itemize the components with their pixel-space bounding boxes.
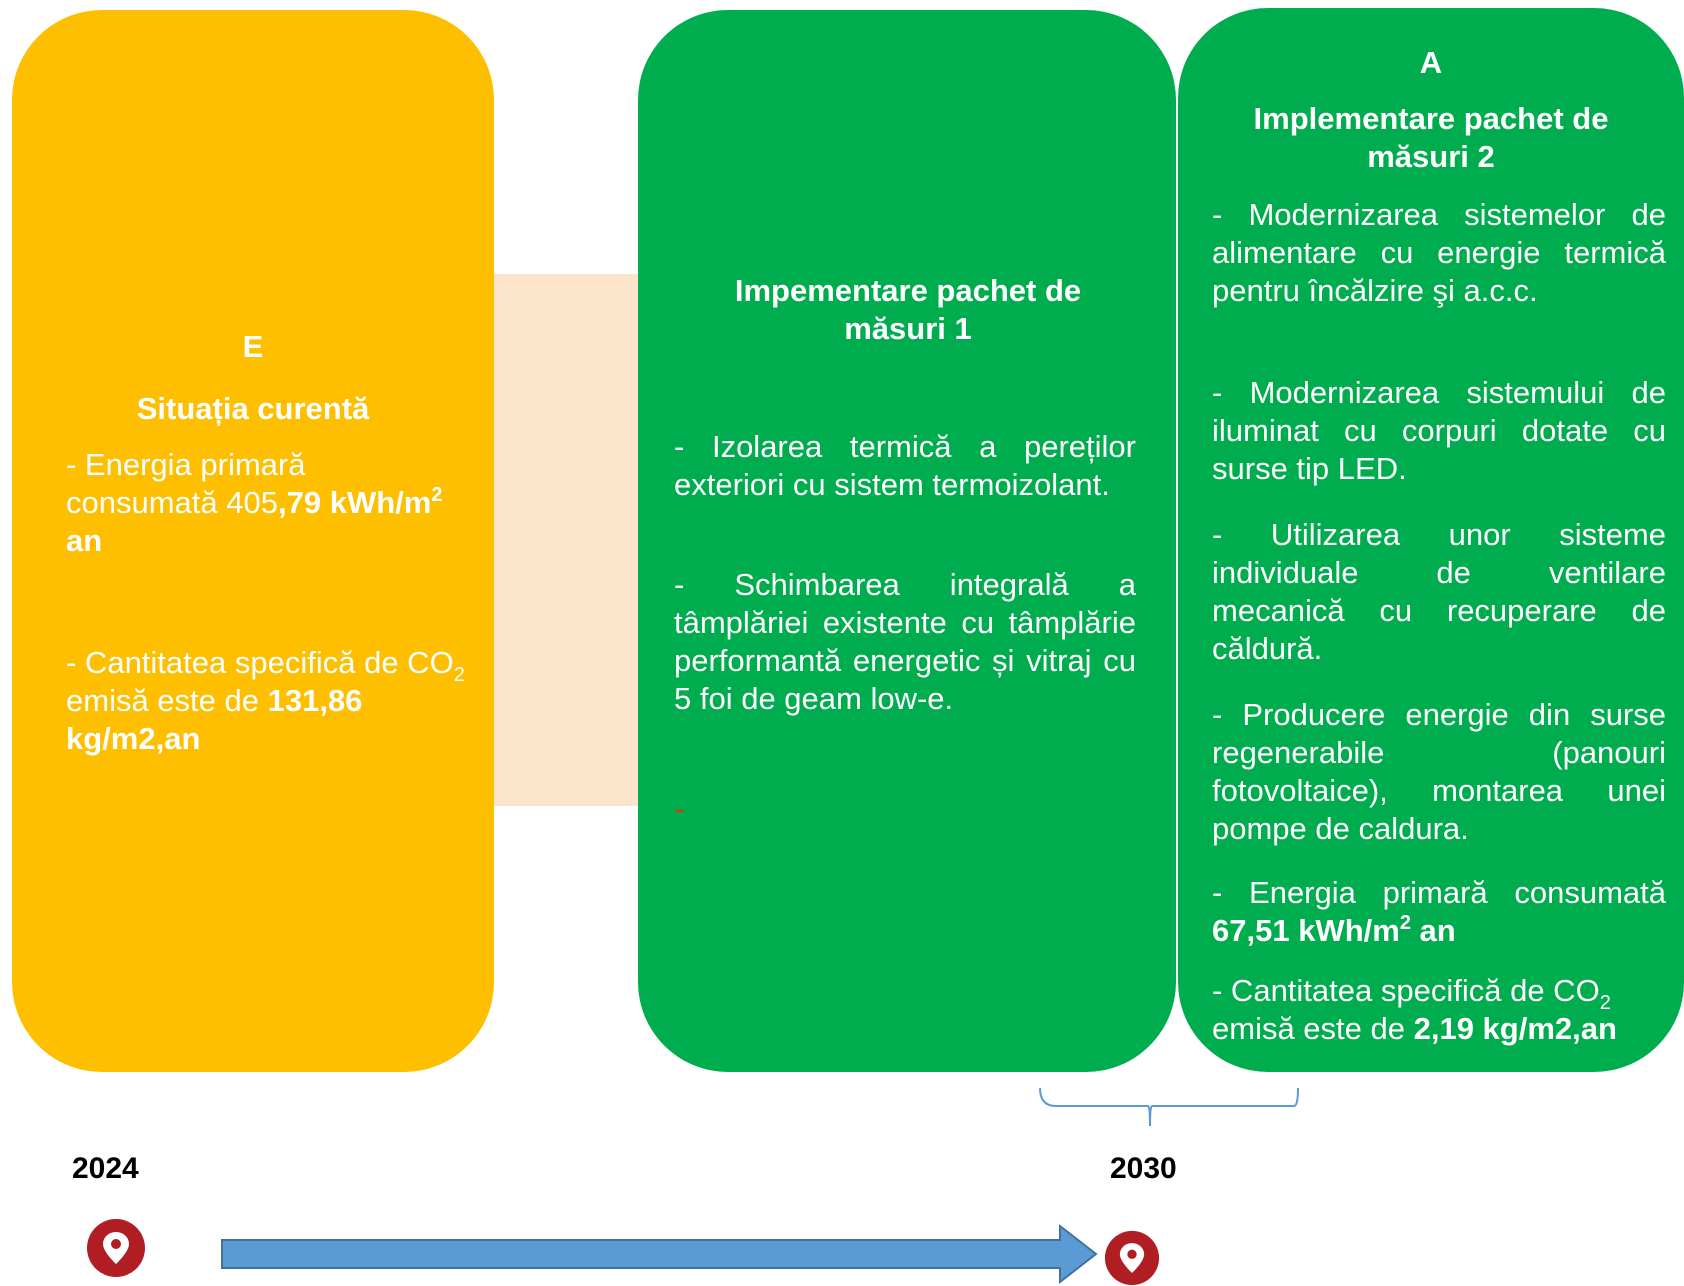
package-1-item: - Schimbarea integrală a tâmplăriei exis… [674, 567, 1136, 716]
current-situation-box: E Situația curentă - Energia primară con… [12, 10, 494, 1072]
package-2-title: Implementare pachet de măsuri 2 [1253, 101, 1609, 174]
package-2-box: A Implementare pachet de măsuri 2 - Mode… [1178, 8, 1684, 1072]
package-2-co2-text: - Cantitatea specifică de CO2 emisă este… [1212, 973, 1617, 1046]
package-1-trailing-dash: - [674, 791, 685, 826]
year-2024-label: 2024 [72, 1152, 139, 1185]
package-2-item: - Utilizarea unor sisteme individuale de… [1212, 517, 1666, 666]
package-2-item: - Producere energie din surse regenerabi… [1212, 697, 1666, 846]
package-2-item: - Modernizarea sistemului de iluminat cu… [1212, 375, 1666, 486]
current-rating: E [242, 329, 264, 364]
package-2-item: - Modernizarea sistemelor de alimentare … [1212, 197, 1666, 308]
location-pin-icon [1104, 1230, 1160, 1286]
timeline-arrow [221, 1223, 1098, 1285]
location-pin-icon [87, 1219, 145, 1277]
current-title: Situația curentă [136, 391, 370, 426]
package-1-title: Impementare pachet de măsuri 1 [734, 273, 1082, 346]
connector-band [494, 274, 638, 806]
package-2-energy-text: - Energia primară consumată 67,51 kWh/m2… [1212, 875, 1666, 948]
package-2-rating: A [1419, 45, 1443, 80]
current-energy-text: - Energia primară consumată 405,79 kWh/m… [66, 447, 443, 558]
brace-2030 [1039, 1087, 1299, 1127]
package-1-box: Impementare pachet de măsuri 1 - Izolare… [638, 10, 1176, 1072]
year-2030-label: 2030 [1110, 1152, 1177, 1185]
current-co2-text: - Cantitatea specifică de CO2 emisă este… [66, 645, 465, 756]
package-1-item: - Izolarea termică a pereților exteriori… [674, 429, 1136, 502]
